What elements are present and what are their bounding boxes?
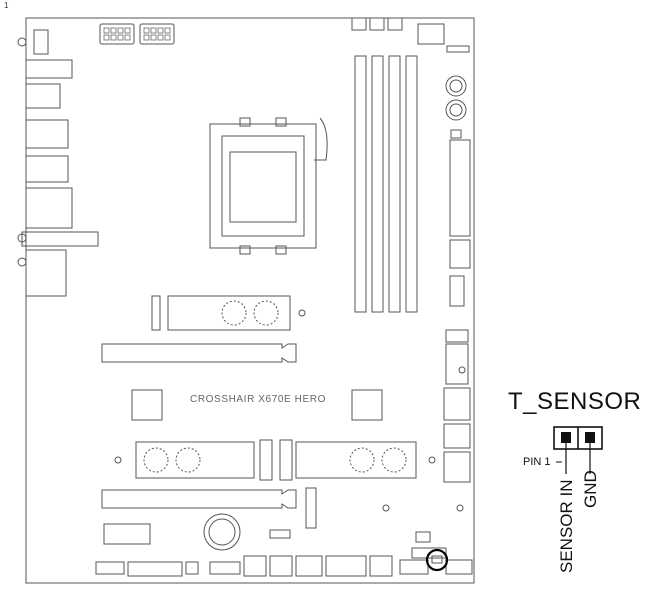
- pin-2-gnd: [585, 432, 595, 443]
- pin-1-label: PIN 1: [523, 456, 551, 468]
- dimm-slot-a2: [371, 55, 384, 313]
- cpu-socket: [209, 123, 317, 249]
- atx-24pin: [449, 139, 471, 237]
- pin-1-sensor-in: [561, 432, 571, 443]
- gnd-label: GND: [581, 470, 600, 508]
- dimm-slot-a1: [354, 55, 367, 313]
- t-sensor-connector-detail: [553, 426, 603, 474]
- sensor-in-label: SENSOR IN: [557, 479, 576, 573]
- t-sensor-highlight: [425, 548, 449, 572]
- board-name: CROSSHAIR X670E HERO: [190, 394, 326, 405]
- t-sensor-header-onboard: [431, 555, 443, 564]
- dimm-slot-b2: [405, 55, 418, 313]
- corner-marker: 1: [4, 1, 9, 10]
- connector-title: T_SENSOR: [508, 388, 642, 415]
- board-outline: [25, 17, 475, 584]
- dimm-slot-b1: [388, 55, 401, 313]
